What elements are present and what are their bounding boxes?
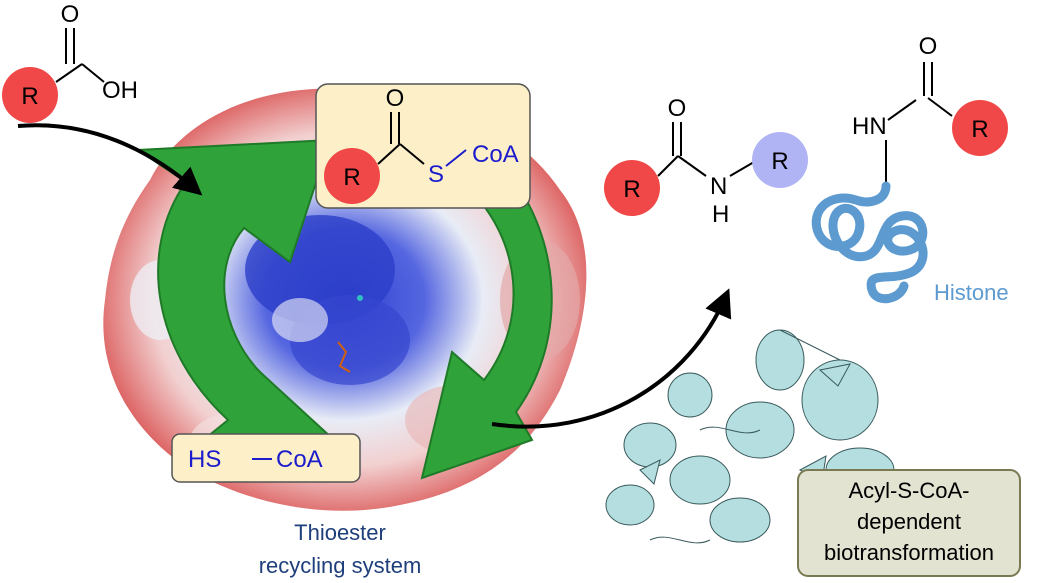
recycling-label-line1: Thioester [294,520,386,545]
r-group-thioester [324,148,380,204]
amide-o-label: O [668,95,687,122]
histone-product: HN O R Histone [811,33,1009,305]
amide-product: R O N H R [604,95,808,228]
histone-o-label: O [919,33,938,60]
amide-n-label: N [710,173,727,200]
thioester-o-label: O [386,85,405,112]
hscoa-hs-label: HS [188,446,221,473]
cycle-arrows [134,138,553,480]
histone-coil [811,181,928,304]
bio-label-line1: Acyl-S-CoA- [848,478,969,503]
product-arrow [491,288,732,429]
substrate-arrow [17,123,203,196]
amide-r-left-label: R [623,176,640,203]
amide-r-right-label: R [771,148,788,175]
r-group-acid [2,67,58,123]
bio-label-line2: dependent [857,509,961,534]
histone-r-label: R [971,116,988,143]
histone-label: Histone [934,280,1009,305]
thioester-coa-label: CoA [472,141,519,168]
hscoa-box: HS CoA [171,433,361,483]
acid-r-label: R [21,83,38,110]
r-group-amide-left [604,160,660,216]
bio-label-line3: biotransformation [824,540,994,565]
acid-o-label: O [61,1,80,28]
cycle-arrow-left [134,138,361,464]
thioester-s-label: S [428,161,444,188]
amide-h-label: H [712,201,729,228]
thioester-r-label: R [343,164,360,191]
histone-hn-label: HN [852,113,887,140]
hscoa-coa-label: CoA [276,446,323,473]
carboxylic-acid: R O OH [2,1,138,123]
cycle-arrow-right [420,168,553,480]
r-group-amide-right [752,132,808,188]
biotransformation-box: Acyl-S-CoA- dependent biotransformation [797,469,1021,577]
acid-oh-label: OH [102,77,138,104]
thioester-box: R O S CoA [315,83,531,209]
recycling-label-line2: recycling system [259,553,422,578]
r-group-histone [952,100,1008,156]
